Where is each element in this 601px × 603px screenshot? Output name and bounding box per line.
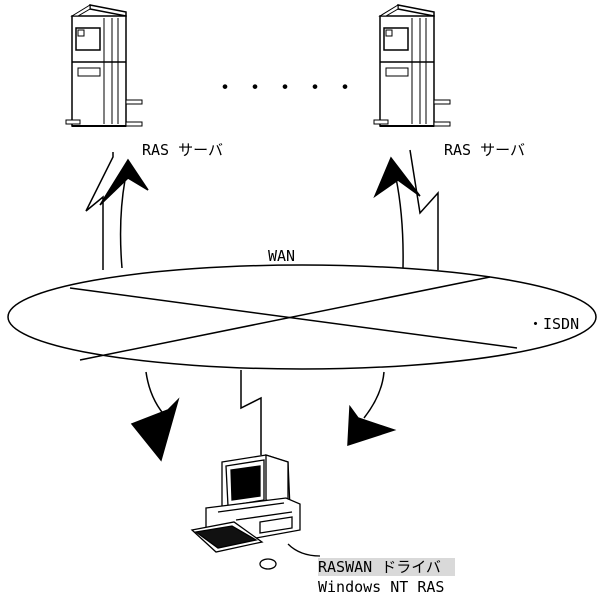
client-link — [130, 370, 397, 462]
network-type-isdn: ・ISDN — [528, 315, 580, 333]
wan-cross-line-2 — [79, 276, 491, 361]
wan-cross-line-1 — [69, 287, 518, 349]
wan-ellipse — [7, 264, 597, 370]
wan-label: WAN — [268, 247, 296, 265]
more-servers-ellipsis: ・・・・・ — [214, 76, 365, 101]
server-label-left: RAS サーバ — [142, 141, 223, 159]
server-left-icon — [65, 4, 143, 127]
server-label-right: RAS サーバ — [444, 141, 525, 159]
server-left-link — [85, 152, 149, 270]
server-right-link — [373, 149, 439, 270]
client-ras-label: Windows NT RAS — [318, 578, 445, 596]
raswan-driver-text: RASWAN ドライバ — [318, 558, 455, 576]
server-right-icon — [373, 4, 451, 127]
client-pc-icon — [190, 454, 321, 570]
client-driver-label: RASWAN ドライバ — [318, 558, 455, 576]
